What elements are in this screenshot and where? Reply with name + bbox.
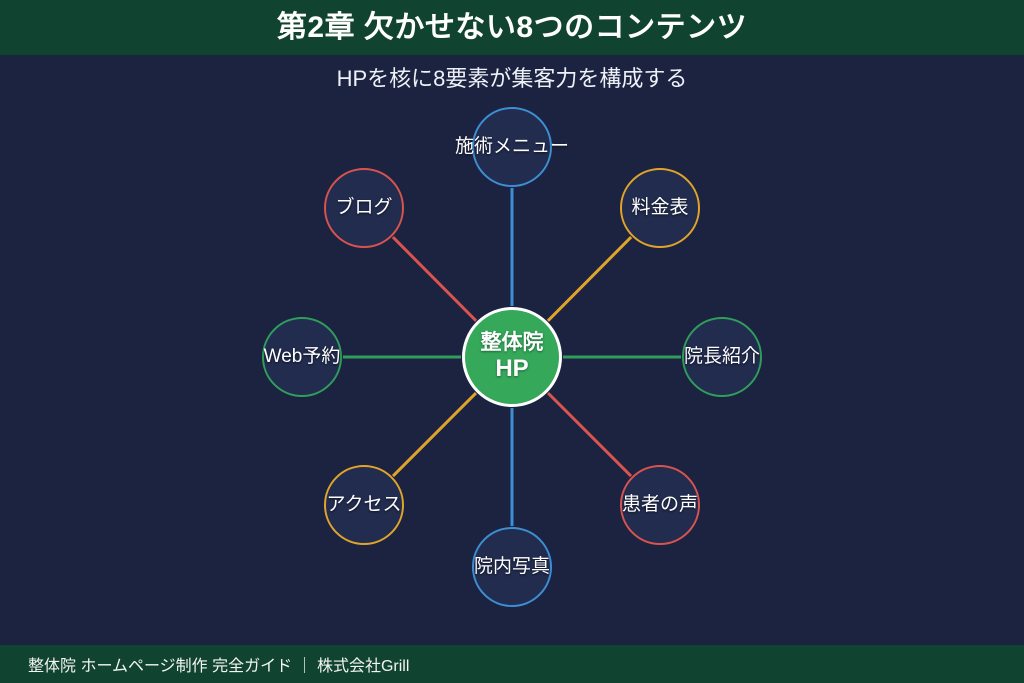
center-node-label-line1: 整体院 [480,331,544,355]
diagram-node-label: 院長紹介 [684,346,761,368]
diagram-node-label: 施術メニュー [455,136,570,158]
diagram-node-4[interactable]: 患者の声 [620,465,700,545]
diagram-node-label: 料金表 [631,197,689,219]
diagram-node-1[interactable]: 施術メニュー [455,107,569,187]
diagram-node-3[interactable]: 院長紹介 [682,317,762,397]
header-bar: 第2章 欠かせない8つのコンテンツ [0,0,1024,55]
diagram-node-label: Web予約 [263,346,341,368]
page-title: 第2章 欠かせない8つのコンテンツ [276,10,748,44]
subtitle: HPを核に8要素が集客力を構成する [336,66,688,91]
diagram-node-label: アクセス [326,494,402,516]
center-node-label-line2: HP [495,355,529,383]
diagram-node-label: ブログ [335,197,393,219]
diagram-edge [391,392,477,478]
diagram-node-5[interactable]: 院内写真 [472,527,552,607]
footer-bar: 整体院 ホームページ制作 完全ガイド ｜ 株式会社Grill [0,645,1024,683]
diagram-edge [391,236,478,322]
diagram-node-label: 院内写真 [474,556,551,578]
diagram-node-2[interactable]: 料金表 [620,168,700,248]
footer-text: 整体院 ホームページ制作 完全ガイド ｜ 株式会社Grill [28,658,410,675]
diagram-node-7[interactable]: Web予約 [262,317,342,397]
diagram-node-8[interactable]: ブログ [324,168,404,248]
diagram-edge [546,236,633,322]
diagram-node-label: 患者の声 [622,494,699,516]
diagram-node-6[interactable]: アクセス [324,465,404,545]
diagram-edge [547,392,633,478]
